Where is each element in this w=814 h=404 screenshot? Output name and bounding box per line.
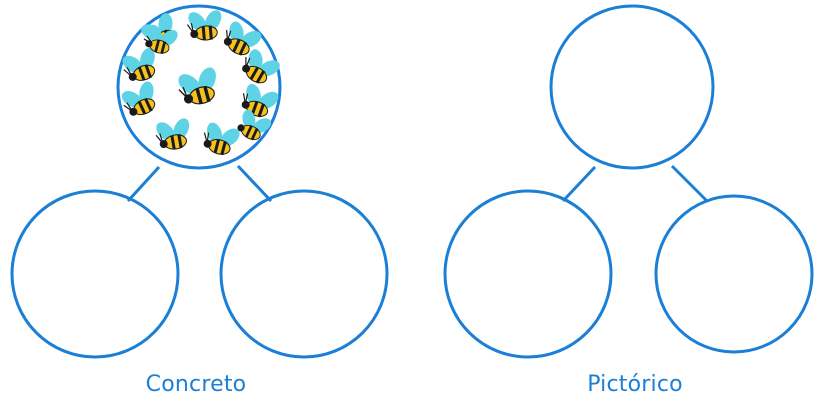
left-connector-line <box>563 167 595 201</box>
pictorial-number-bond <box>445 6 812 357</box>
concrete-number-bond <box>12 6 387 357</box>
right-connector-line <box>672 166 707 201</box>
part-circle-right <box>656 196 812 352</box>
caption-concrete: Concreto <box>96 372 296 397</box>
whole-circle <box>551 6 713 168</box>
right-connector-line <box>238 166 271 201</box>
part-circle-left <box>445 191 611 357</box>
caption-pictorial: Pictórico <box>535 372 735 397</box>
left-connector-line <box>128 167 159 201</box>
part-circle-left <box>12 191 178 357</box>
part-circle-right <box>221 191 387 357</box>
